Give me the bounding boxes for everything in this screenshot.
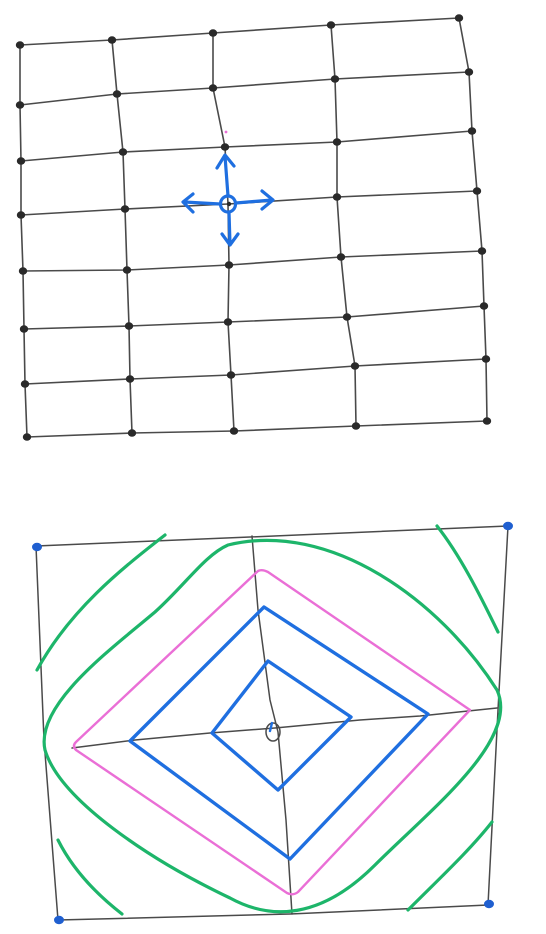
grid-node: [482, 417, 492, 425]
contour-level-2: [128, 605, 430, 861]
contour-level-5-bottom-left: [56, 838, 124, 916]
center-node-with-arrows-icon: [181, 130, 275, 247]
arrow-down-head: [220, 232, 240, 247]
grid-node: [125, 375, 135, 383]
grid-node: [464, 68, 474, 76]
grid-node: [467, 127, 477, 135]
grid-node: [224, 261, 234, 269]
contour-level-5-top-right: [435, 524, 500, 634]
grid-node: [124, 322, 134, 330]
diagonal-axes: [71, 535, 498, 915]
corner-dots: [32, 521, 513, 925]
grid-node: [16, 211, 26, 219]
grid-node: [112, 90, 122, 98]
center-point-icon: [265, 721, 281, 742]
stray-pink-mark: [224, 130, 228, 134]
frame-top-edge: [35, 525, 509, 547]
contour-level-3: [72, 569, 472, 896]
grid-node: [127, 429, 137, 437]
horizontal-axis-curve: [71, 707, 498, 749]
grid-nodes: [15, 14, 492, 441]
grid-node: [330, 75, 340, 83]
grid-node: [16, 157, 26, 165]
corner-dot: [54, 915, 64, 925]
grid-column-line: [458, 17, 488, 422]
grid-node: [481, 355, 491, 363]
grid-node: [19, 325, 29, 333]
grid-node: [332, 138, 342, 146]
grid-node: [226, 371, 236, 379]
grid-node: [118, 148, 128, 156]
grid-node: [120, 205, 130, 213]
grid-node: [332, 193, 342, 201]
grid-node: [107, 36, 117, 44]
grid-node: [15, 101, 25, 109]
arrow-up-head: [215, 153, 236, 170]
grid-node: [336, 253, 346, 261]
grid-node: [223, 318, 233, 326]
contour-level-5-bottom-right: [406, 820, 494, 912]
grid-column-line: [330, 24, 357, 427]
bottom-contour-panel: [32, 521, 513, 925]
center-point-tick: [268, 721, 274, 733]
grid-node: [350, 362, 360, 370]
grid-node: [351, 422, 361, 430]
grid-node: [479, 302, 489, 310]
grid-node: [220, 143, 230, 151]
top-grid-panel: [15, 14, 492, 441]
grid-node: [326, 21, 336, 29]
arrow-up-shaft: [223, 154, 230, 198]
vertical-axis-curve: [251, 535, 293, 915]
corner-dot: [32, 542, 42, 552]
frame-bottom-edge: [57, 904, 489, 921]
grid-node: [229, 427, 239, 435]
grid-node: [454, 14, 464, 22]
frame-right-edge: [487, 525, 509, 906]
grid-node: [122, 266, 132, 274]
grid-node: [18, 267, 28, 275]
grid-vertical-lines: [19, 17, 488, 438]
grid-node: [208, 84, 218, 92]
grid-node: [472, 187, 482, 195]
grid-column-line: [111, 39, 133, 434]
contour-level-5-top-left: [35, 533, 167, 672]
center-node-dot: [226, 201, 232, 207]
arrow-left-head: [181, 192, 195, 214]
contour-level-4: [42, 538, 503, 914]
grid-node: [22, 433, 32, 441]
contour-lines: [35, 524, 503, 916]
corner-dot: [484, 899, 494, 909]
grid-node: [477, 247, 487, 255]
grid-node: [15, 41, 25, 49]
arrow-right-head: [260, 189, 275, 211]
grid-column-line: [19, 44, 28, 438]
contour-level-1: [210, 659, 353, 792]
arrow-down-shaft: [227, 210, 232, 246]
grid-node: [342, 313, 352, 321]
grid-node: [20, 380, 30, 388]
arrow-right-shaft: [234, 198, 274, 205]
arrow-left-shaft: [182, 200, 222, 206]
corner-dot: [503, 521, 513, 531]
grid-node: [208, 29, 218, 37]
